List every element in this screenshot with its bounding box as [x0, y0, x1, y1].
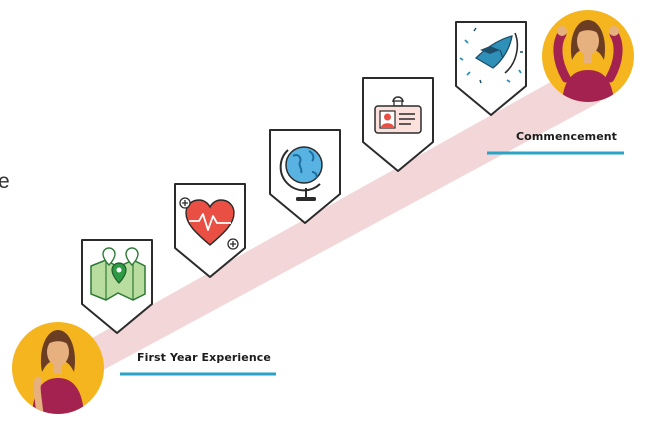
- milestone-badge-graduation: [455, 21, 527, 116]
- end-milestone-label: Commencement: [516, 130, 618, 143]
- globe-icon: [279, 146, 323, 201]
- student-avatar-end: [542, 10, 634, 102]
- heart-health-icon: [179, 197, 239, 250]
- map-icon: [90, 247, 146, 301]
- cropped-text-fragment: e: [0, 170, 10, 193]
- journey-path: [60, 70, 600, 376]
- student-avatar-start: [12, 322, 104, 414]
- milestone-badge-globe: [269, 129, 341, 224]
- start-milestone-label: First Year Experience: [137, 351, 271, 364]
- milestone-badge-heart: [174, 183, 246, 278]
- graduation-celebration-icon: [459, 27, 523, 84]
- milestone-badge-map: [81, 239, 153, 334]
- milestone-badge-id: [362, 77, 434, 172]
- id-badge-icon: [374, 96, 422, 134]
